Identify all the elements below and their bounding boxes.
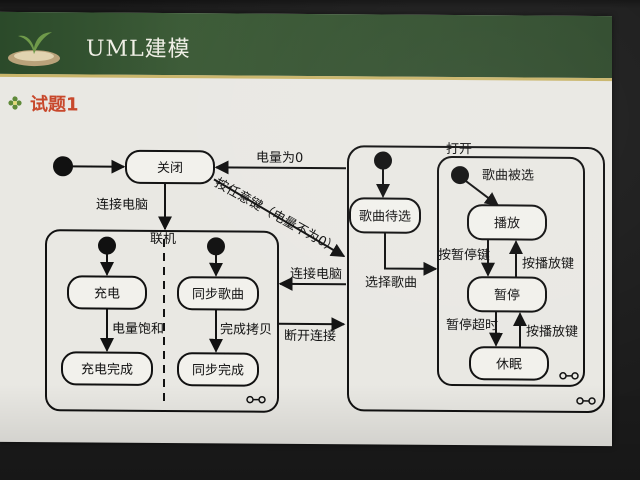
- label-any-key: 按任意键（电量不为0）: [212, 175, 341, 257]
- composite-state-icon: [559, 372, 579, 380]
- initial-state-on: [374, 151, 392, 170]
- label-battery-zero: 电量为0: [256, 151, 303, 166]
- state-playing: [467, 204, 547, 241]
- initial-state-main: [53, 156, 73, 177]
- section-heading: 试题1: [8, 90, 79, 116]
- label-pause-timeout: 暂停超时: [446, 317, 498, 333]
- transition-on-off: [214, 160, 346, 175]
- state-syncing: [177, 276, 259, 311]
- state-off-label: 关闭: [157, 161, 183, 176]
- presentation-slide: UML建模 试题1: [0, 11, 612, 447]
- state-on: [347, 145, 605, 413]
- label-connect-pc-left: 连接电脑: [96, 197, 148, 213]
- flower-bullet-icon: [8, 96, 22, 110]
- label-play-key-1: 按播放键: [522, 257, 574, 272]
- state-paused-label: 暂停: [494, 287, 520, 303]
- plant-logo-icon: [8, 32, 60, 67]
- initial-state-sync: [207, 237, 225, 256]
- label-battery-full: 电量饱和: [112, 322, 164, 337]
- state-online: [45, 229, 279, 413]
- state-song-selected-label: 歌曲被选: [482, 168, 534, 183]
- label-pause-key: 按暂停键: [438, 247, 490, 263]
- composite-state-icon: [576, 397, 596, 405]
- composite-state-icon: [246, 395, 266, 404]
- initial-state-charge: [98, 236, 116, 255]
- state-syncing-label: 同步歌曲: [192, 287, 244, 302]
- transition-select-song: [384, 232, 438, 276]
- state-paused: [467, 276, 547, 313]
- state-on-label: 打开: [446, 142, 472, 157]
- state-song-selected: [437, 156, 585, 387]
- state-song-waiting-label: 歌曲待选: [359, 209, 411, 224]
- transition-off-on: [213, 178, 346, 258]
- state-sync-complete-label: 同步完成: [192, 363, 244, 378]
- state-charge-complete-label: 充电完成: [81, 361, 133, 377]
- state-sleep-label: 休眠: [496, 357, 522, 372]
- state-charge-complete: [61, 351, 153, 386]
- initial-state-song: [451, 166, 469, 185]
- slide-header: UML建模: [0, 11, 612, 82]
- label-play-key-2: 按播放键: [526, 325, 578, 340]
- label-copy-done: 完成拷贝: [220, 322, 272, 337]
- state-diagram: 关闭 充电 充电完成 同步歌曲 同步完成 歌曲待选 播放 暂停 休眠 联机 打开…: [45, 142, 605, 413]
- state-charging-label: 充电: [94, 286, 120, 302]
- label-connect-pc-right: 连接电脑: [290, 266, 342, 282]
- state-sync-complete: [177, 352, 259, 387]
- label-disconnect: 断开连接: [284, 328, 336, 344]
- state-off: [125, 149, 215, 185]
- state-playing-label: 播放: [494, 216, 520, 231]
- label-select-song: 选择歌曲: [365, 275, 417, 290]
- state-sleep: [469, 346, 549, 381]
- state-online-label: 联机: [150, 232, 176, 247]
